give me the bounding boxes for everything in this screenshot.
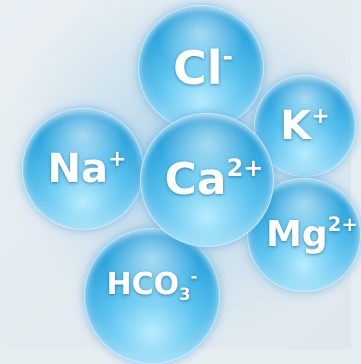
sodium-charge: + [108, 146, 127, 172]
bicarbonate-symbol: HCO3- [106, 266, 198, 303]
bicarbonate-charge: - [190, 266, 198, 286]
calcium-symbol: Ca2+ [164, 156, 263, 202]
chloride-ion-bubble: Cl- [138, 5, 264, 131]
sodium-ion-bubble: Na+ [22, 108, 144, 230]
chloride-base: Cl [172, 41, 223, 95]
chloride-charge: - [222, 42, 234, 72]
potassium-symbol: K+ [280, 103, 330, 149]
chloride-symbol: Cl- [173, 42, 234, 91]
calcium-ion-bubble: Ca2+ [140, 113, 274, 247]
sodium-symbol: Na+ [47, 146, 127, 192]
magnesium-symbol: Mg2+ [266, 214, 358, 255]
sodium-base: Na [47, 146, 109, 192]
bicarbonate-subscript: 3 [179, 284, 191, 304]
calcium-base: Ca [164, 154, 227, 205]
potassium-charge: + [311, 103, 330, 129]
bicarbonate-base: HCO [106, 267, 180, 302]
magnesium-base: Mg [266, 214, 328, 255]
magnesium-charge: 2+ [327, 213, 358, 237]
bicarbonate-ion-bubble: HCO3- [84, 228, 220, 364]
potassium-base: K [280, 103, 312, 149]
calcium-charge: 2+ [226, 153, 264, 182]
potassium-ion-bubble: K+ [254, 75, 356, 177]
